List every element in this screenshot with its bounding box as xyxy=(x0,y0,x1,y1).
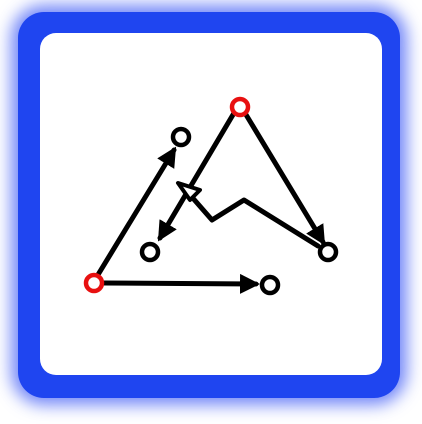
node-mid-left xyxy=(139,241,161,263)
edge-n1-n6 xyxy=(101,273,260,294)
node-bottom-right xyxy=(259,274,281,296)
node-highlighted-top xyxy=(229,96,251,118)
edges xyxy=(93,110,326,294)
node-highlighted-bottom-left xyxy=(83,272,105,294)
zigzag-arrowhead xyxy=(176,181,202,202)
icon-card xyxy=(40,33,382,375)
edge-n2-n4 xyxy=(157,110,237,242)
edge-n5-n4-zigzag xyxy=(181,185,321,249)
edge-n1-n3 xyxy=(93,146,177,281)
edge-n2-n5 xyxy=(242,110,326,246)
nodes xyxy=(83,96,339,296)
node-mid-right xyxy=(317,241,339,263)
node-top-left xyxy=(170,126,192,148)
